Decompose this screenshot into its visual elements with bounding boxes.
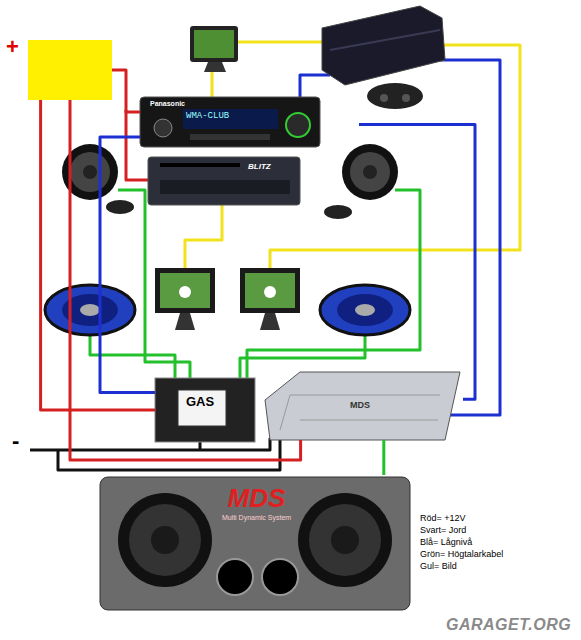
dvd-player [148,157,300,205]
front-speakers [62,144,398,219]
gas-amplifier [155,378,255,442]
wire-connector [41,100,155,410]
node-text: WMA-CLUB [186,111,395,121]
wire-connector [382,440,385,475]
battery-box: + [28,40,112,100]
low-level-wire [300,60,500,415]
amplifier-box: GAS [155,375,258,445]
dvd-box: BLITZ [148,157,303,205]
node-text: GAS [186,395,258,410]
node-text: + [6,34,90,59]
head-unit-box: PanasonicWMA-CLUB [140,97,359,147]
ground-sign: - [12,428,19,453]
legend-text: Röd= +12V [420,513,466,523]
node-text: BLITZ [248,162,303,171]
ground-wire [30,438,280,470]
legend-text: Grön= Högtalarkabel [420,549,503,559]
playstation-console [322,6,445,109]
node-text: MDS [100,484,413,514]
top-monitor [190,26,238,72]
wire-connector [70,100,301,460]
wire-connector [112,70,140,112]
wire-connector [100,137,155,393]
node-text: Panasonic [150,100,359,108]
node-text: Multi Dynamic System [100,514,413,522]
legend-text: Svart= Jord [420,525,466,535]
legend-text: Blå= Lågnivå [420,537,472,547]
amplifier-box: MDS [265,372,463,440]
headrest-monitors [155,268,300,330]
subwoofer-box: MDSMulti Dynamic System [100,475,413,610]
legend-text: Gul= Bild [420,561,457,571]
speaker-wire [90,190,420,380]
node-text: MDS [350,400,463,410]
wire-connector [359,125,475,400]
watermark: GARAGET.ORG [446,616,571,634]
